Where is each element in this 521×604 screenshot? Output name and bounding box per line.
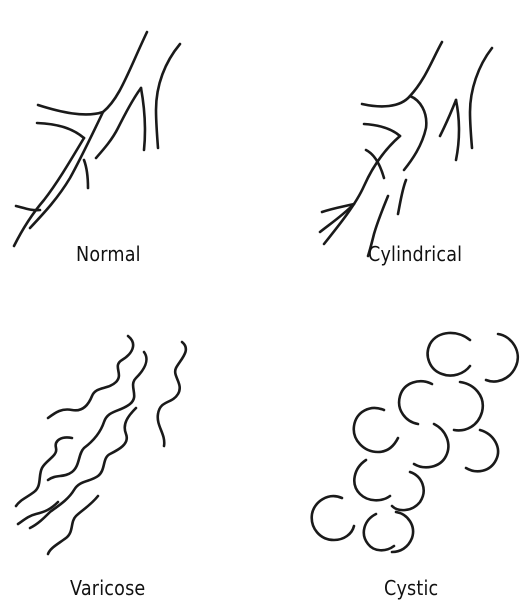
varicose-wall-5: [16, 437, 72, 506]
cyst-7: [466, 430, 498, 471]
panel-varicose: Varicose: [0, 300, 260, 604]
label-cylindrical: Cylindrical: [368, 242, 462, 266]
cyst-10: [312, 496, 354, 540]
panel-cylindrical: Cylindrical: [260, 0, 521, 300]
normal-branch-upper-inner: [37, 123, 84, 138]
normal-tube-right-inner: [96, 88, 141, 158]
cystic-bronchi-drawing: [260, 300, 521, 604]
label-cystic: Cystic: [384, 576, 438, 600]
cyst-6: [414, 424, 448, 467]
cylindrical-trunk-left: [324, 136, 400, 244]
cyst-8: [354, 460, 390, 500]
cyst-5: [354, 408, 398, 452]
cyst-11: [364, 514, 394, 550]
varicose-wall-6: [18, 502, 58, 524]
cyst-4: [454, 382, 483, 430]
cyst-2: [486, 334, 518, 381]
normal-tube-mid: [141, 88, 145, 150]
cylindrical-branch-upper-inner: [364, 124, 400, 136]
cyst-3: [399, 381, 432, 424]
normal-tube-right-outer: [156, 44, 180, 148]
cyst-1: [428, 333, 470, 376]
cylindrical-tube-right-outer: [470, 48, 492, 148]
varicose-wall-2: [48, 352, 146, 480]
normal-tube-stub: [84, 160, 88, 188]
cylindrical-tube-mid: [456, 100, 459, 160]
cylindrical-tube-right-inner: [440, 100, 456, 136]
varicose-wall-1: [48, 336, 133, 418]
normal-trunk-left: [14, 138, 84, 246]
panel-cystic: Cystic: [260, 300, 521, 604]
cylindrical-branch-upper: [362, 42, 442, 106]
cylindrical-trunk-right: [404, 96, 426, 170]
cyst-9: [392, 472, 424, 510]
varicose-wall-3: [158, 342, 186, 446]
label-normal: Normal: [76, 242, 141, 266]
varicose-bronchi-drawing: [0, 300, 260, 604]
panel-normal: Normal: [0, 0, 260, 300]
cylindrical-tube-lower2: [398, 180, 406, 214]
label-varicose: Varicose: [70, 576, 145, 600]
